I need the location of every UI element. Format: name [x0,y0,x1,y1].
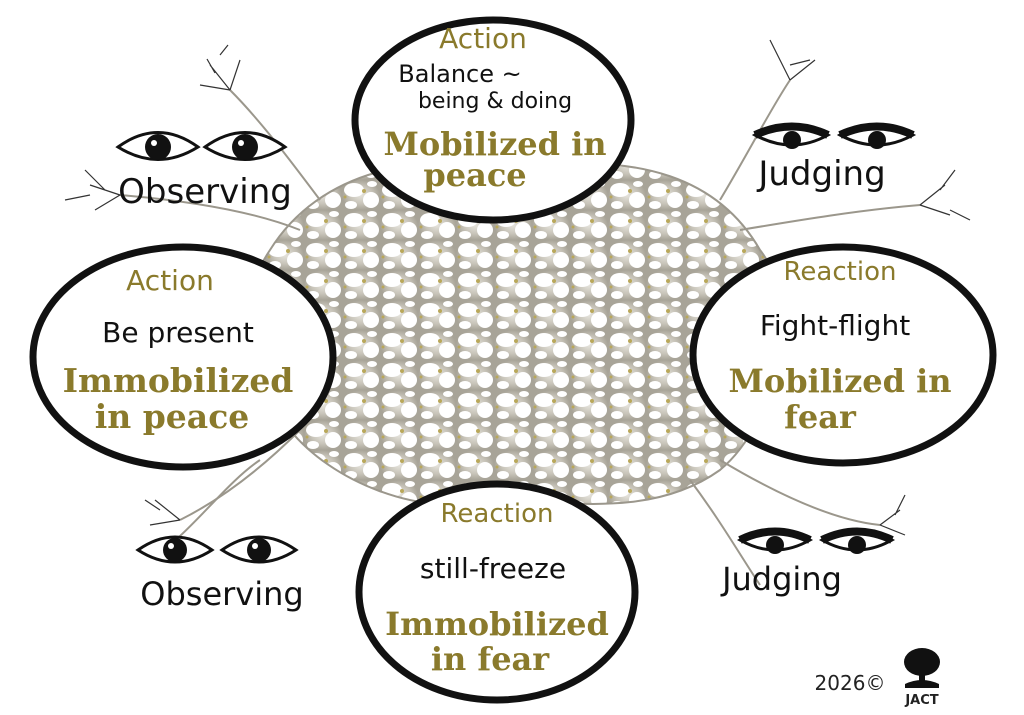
eye-icon [202,131,288,161]
web-strand [169,459,261,546]
web-strand [179,429,301,521]
web-strand [119,194,301,231]
squint-eye-icon [751,122,832,149]
label-observing-top: Observing [118,172,292,212]
dendrite-top-right [769,39,816,81]
node-left-mode: Action [126,264,214,297]
node-top-line2: being & doing [418,89,572,114]
node-left: Action Be present Immobilized in peace [29,243,337,471]
node-right-mode: Reaction [784,257,897,287]
logo-text: JACT [904,693,938,708]
dendrite-branches [64,39,971,536]
jact-logo: JACT [904,648,940,708]
squint-eye-icon [836,122,917,149]
web-strand [689,479,761,586]
node-right-state1: Mobilized in [728,362,951,400]
node-left-circle [29,243,337,471]
label-judging-bottom: Judging [720,560,842,598]
eyes-bottom-right: Judging [720,527,896,598]
node-bottom-state2: in fear [431,640,550,678]
node-bottom: Reaction still-freeze Immobilized in fea… [355,480,639,704]
eyes-bottom-left: Observing [135,535,304,613]
node-top-mode: Action [439,22,527,55]
node-right-state2: fear [784,398,857,436]
node-bottom-line1: still-freeze [420,552,566,585]
node-top: Action Balance ~ being & doing Mobilized… [351,16,635,224]
eyes-top-left: Observing [115,131,292,212]
eyes-top-right: Judging [751,122,917,194]
eye-icon [135,535,215,564]
label-observing-bottom: Observing [140,575,303,613]
dendrite-top-left [199,44,241,91]
node-top-circle [351,16,635,224]
node-right-circle [689,243,997,467]
node-right-line1: Fight-flight [760,309,910,342]
node-left-state1: Immobilized [63,361,294,400]
node-top-state2: peace [423,156,526,194]
node-right: Reaction Fight-flight Mobilized in fear [689,243,997,467]
node-left-line1: Be present [102,316,254,349]
dendrite-left [64,169,121,211]
squint-eye-icon [818,527,896,554]
tree-icon [904,648,940,688]
dendrite-right [919,169,971,221]
node-bottom-mode: Reaction [441,499,554,529]
label-judging-top: Judging [756,154,885,194]
node-bottom-state1: Immobilized [385,605,609,643]
dendrite-bottom-left [144,499,181,526]
node-left-state2: in peace [95,397,250,436]
eye-icon [115,131,201,161]
dendrite-bottom-right [879,494,906,536]
node-top-state1: Mobilized in [383,125,606,163]
node-top-line1: Balance ~ [398,60,521,88]
node-bottom-circle [355,480,639,704]
copyright-text: 2026© [815,671,886,695]
eye-icon [219,535,299,564]
web-strand [719,459,881,526]
squint-eye-icon [736,527,814,554]
web-strand [739,204,921,231]
